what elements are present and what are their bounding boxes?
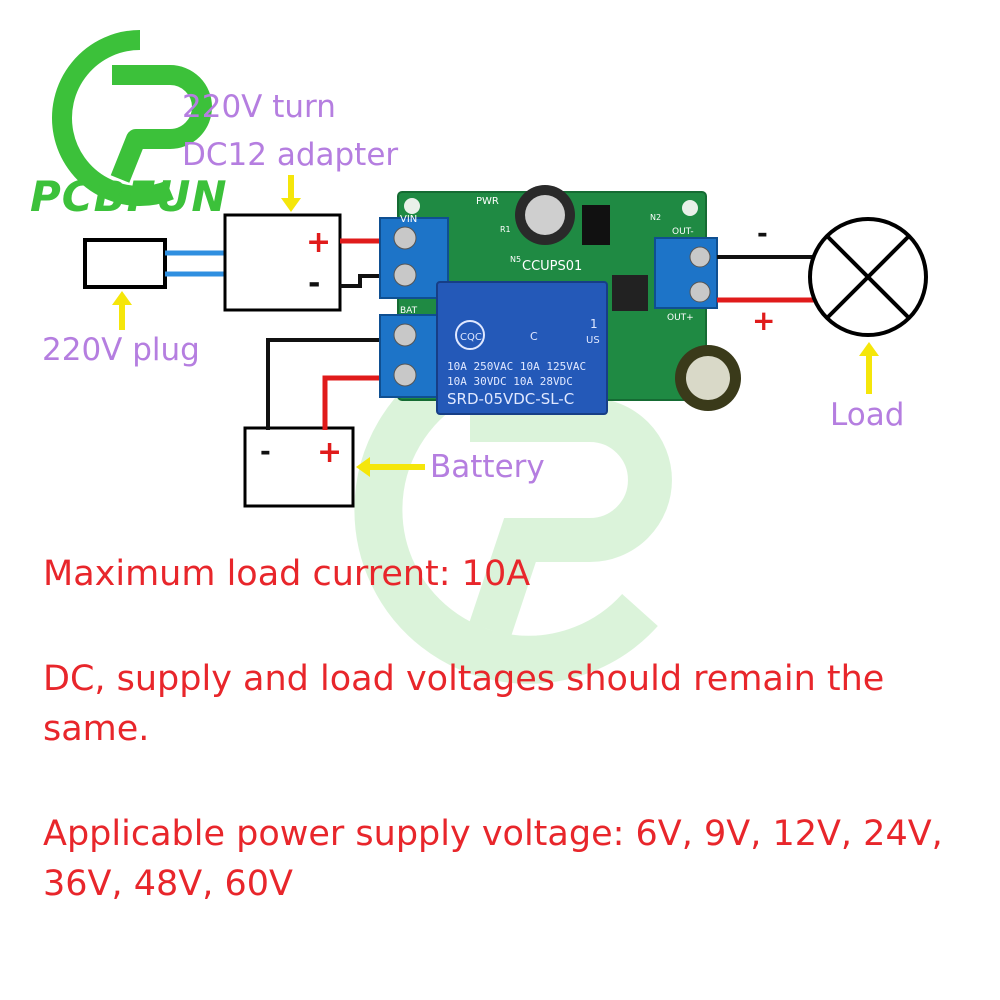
load-plus-mark: +	[752, 304, 775, 337]
relay-spec-row2: 10A 30VDC 10A 28VDC	[447, 375, 573, 388]
plug-body	[83, 238, 167, 289]
note-max-current: Maximum load current: 10A	[43, 554, 531, 594]
relay-spec-row1: 10A 250VAC 10A 125VAC	[447, 360, 586, 373]
adapter-minus-mark: -	[308, 266, 320, 301]
plug-label: 220V plug	[42, 332, 200, 368]
lamp-icon	[808, 217, 928, 337]
load-label: Load	[830, 397, 905, 433]
inductor	[612, 275, 648, 311]
terminal-out	[654, 237, 718, 309]
board-r1-label: R1	[500, 225, 511, 234]
plug-arrow	[119, 300, 125, 330]
battery-wire-plus	[322, 375, 390, 430]
adapter-label-line2: DC12 adapter	[182, 137, 399, 173]
board-out-plus-label: OUT+	[667, 313, 694, 323]
note-dc: DC, supply and load voltages should rema…	[43, 659, 885, 749]
capacitor-bottom	[675, 345, 741, 411]
relay-c-mark: C	[530, 330, 538, 343]
relay-part-no: SRD-05VDC-SL-C	[447, 390, 574, 408]
adapter-plus-mark: +	[306, 225, 331, 260]
adapter-label-line1: 220V turn	[182, 89, 336, 125]
battery-label: Battery	[430, 449, 545, 485]
capacitor-top	[515, 185, 575, 245]
adapter-box	[223, 213, 342, 312]
ic-chip	[582, 205, 610, 245]
load-minus-mark: -	[757, 219, 768, 249]
load-arrow	[866, 350, 872, 394]
adapter-arrow	[288, 175, 294, 203]
battery-minus-mark: -	[260, 437, 271, 467]
board-model-label: CCUPS01	[522, 259, 582, 274]
board-bat-label: BAT	[400, 306, 418, 316]
adapter-wire-minus	[340, 274, 388, 288]
relay-us: US	[586, 335, 600, 346]
pcbfun-logo	[52, 30, 212, 206]
note-voltages: Applicable power supply voltage: 6V, 9V,…	[43, 814, 943, 904]
battery-arrow	[365, 464, 425, 470]
relay-ul-rating: 1	[590, 317, 598, 331]
relay	[436, 281, 608, 415]
terminal-vin	[379, 217, 449, 299]
board-n5-label: N5	[510, 255, 521, 264]
arrows	[112, 175, 879, 477]
brand-name: PCBFUN	[30, 172, 228, 221]
battery-plus-mark: +	[317, 435, 342, 470]
board-n2-label: N2	[650, 213, 661, 222]
relay-cqc: CQC	[460, 332, 482, 343]
board-out-label: OUT-	[672, 227, 694, 237]
battery-wire-minus	[266, 338, 390, 430]
board-vin-label: VIN	[400, 214, 417, 225]
board-pwr-label: PWR	[476, 196, 499, 207]
battery-box	[243, 426, 355, 508]
